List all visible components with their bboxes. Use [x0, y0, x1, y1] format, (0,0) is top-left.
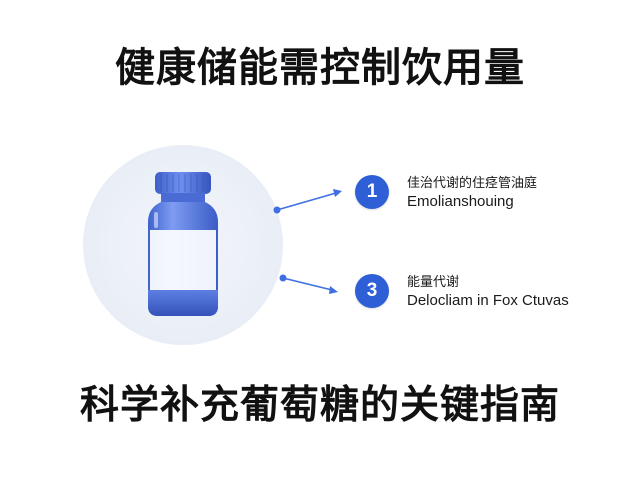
callout-item: 1 佳治代谢的住痉管油庭 Emolianshouing	[355, 175, 537, 212]
callout-line-chinese: 佳治代谢的住痉管油庭	[407, 176, 538, 191]
arrow-icon	[279, 274, 338, 294]
bottle-icon	[148, 172, 218, 316]
arrow-icon	[273, 189, 342, 214]
callout-item: 3 能量代谢 Delocliam in Fox Ctuvas	[355, 274, 569, 311]
callout-line-chinese: 能量代谢	[407, 275, 460, 290]
callout-text: 能量代谢 Delocliam in Fox Ctuvas	[407, 274, 569, 311]
callout-text: 佳治代谢的住痉管油庭 Emolianshouing	[407, 175, 537, 212]
callout-line-latin: Delocliam in Fox Ctuvas	[407, 292, 569, 309]
page-subtitle: 科学补充葡萄糖的关键指南	[79, 383, 560, 428]
page-title: 健康储能需控制饮用量	[115, 45, 525, 91]
number-badge: 3	[355, 274, 389, 308]
number-badge: 1	[355, 175, 389, 209]
callout-line-latin: Emolianshouing	[407, 193, 514, 210]
